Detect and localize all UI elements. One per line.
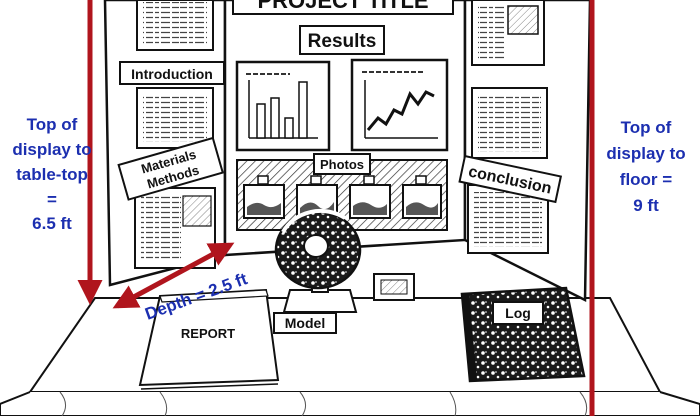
- introduction-label: Introduction: [131, 66, 213, 82]
- left-measurement-note: Top of display to table-top = 6.5 ft: [12, 115, 91, 233]
- left-note-line-5: 6.5 ft: [32, 214, 72, 233]
- line-chart-icon: [350, 58, 449, 152]
- center-panel: [223, 0, 467, 257]
- right-note-line-4: 9 ft: [633, 196, 659, 215]
- small-card: [373, 273, 415, 301]
- project-title-sign: PROJECT TITLE: [232, 0, 454, 15]
- left-note-line-1: Top of: [27, 115, 78, 134]
- table-cloth-drape: [0, 391, 700, 416]
- bar-chart-icon: [235, 60, 331, 152]
- photo-thumbnail-icon: [349, 175, 391, 219]
- right-note-line-1: Top of: [621, 118, 672, 137]
- left-note-line-2: display to: [12, 140, 91, 159]
- right-measurement-note: Top of display to floor = 9 ft: [606, 118, 685, 215]
- table: [0, 297, 700, 416]
- photos-label: Photos: [320, 157, 364, 172]
- photos-sign: Photos: [313, 153, 371, 175]
- photo-thumbnail-icon: [243, 175, 285, 219]
- project-title: PROJECT TITLE: [257, 0, 428, 13]
- left-panel-diagram: [182, 195, 212, 227]
- report-label: REPORT: [181, 326, 235, 341]
- log-notebook: Log: [460, 286, 586, 383]
- model-label: Model: [285, 315, 325, 331]
- model: Model: [273, 208, 362, 334]
- results-label: Results: [308, 31, 377, 52]
- depth-arrow: [112, 242, 235, 309]
- right-panel-photo: [507, 5, 539, 35]
- materials-methods-sign: Materials Methods: [117, 136, 224, 201]
- right-note-line-2: display to: [606, 144, 685, 163]
- left-note-line-4: =: [47, 190, 57, 209]
- introduction-sign: Introduction: [119, 61, 225, 85]
- left-note-line-3: table-top: [16, 165, 88, 184]
- right-panel: [463, 0, 592, 303]
- right-note-line-3: floor =: [620, 170, 672, 189]
- dimension-arrows: [77, 0, 595, 416]
- results-sign: Results: [299, 25, 385, 55]
- photo-thumbnail-icon: [402, 175, 442, 219]
- log-label: Log: [505, 305, 531, 321]
